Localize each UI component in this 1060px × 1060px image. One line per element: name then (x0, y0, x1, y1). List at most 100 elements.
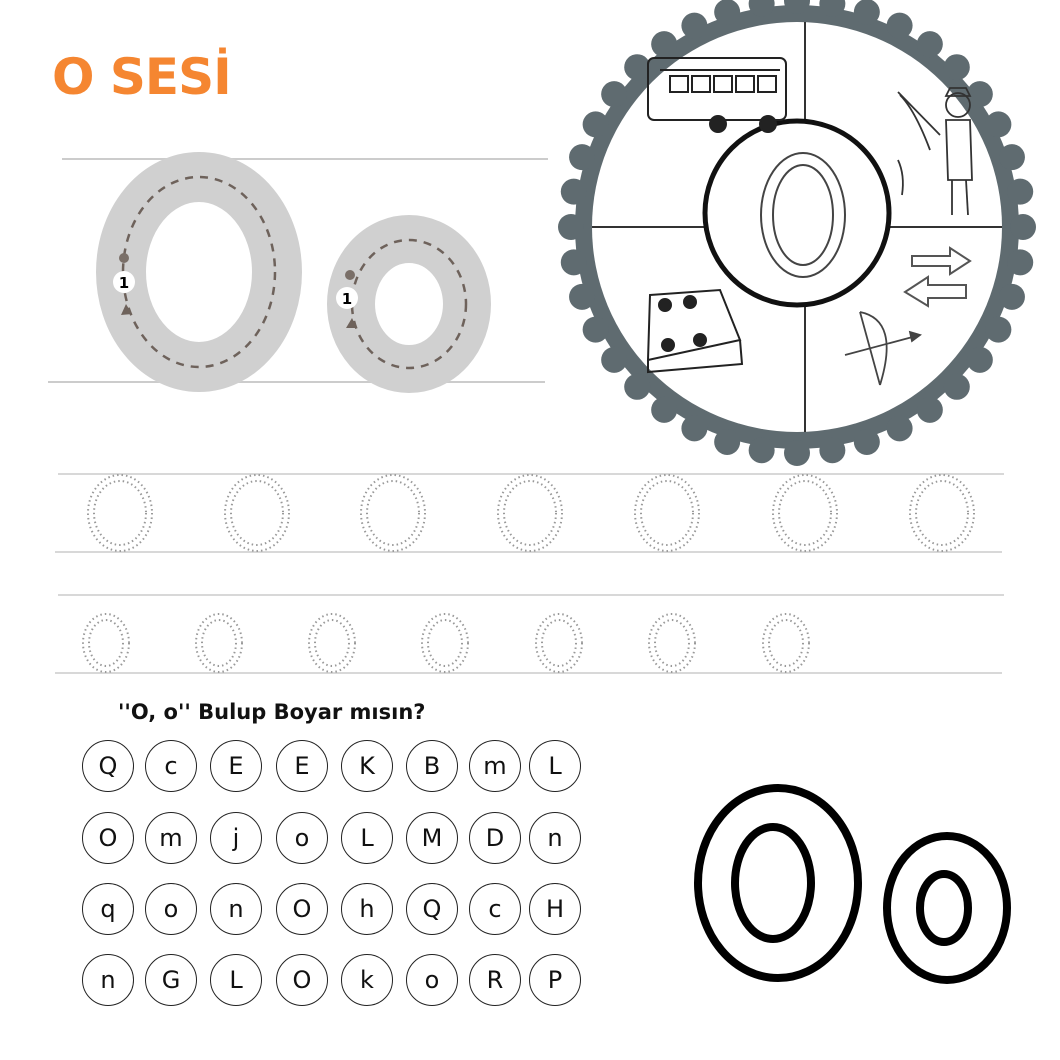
wheel-scallop (651, 396, 678, 423)
letter-circle[interactable]: O (82, 812, 134, 864)
dotted-o (909, 474, 975, 552)
wheel-scallop (1010, 214, 1036, 240)
arrow-icon (346, 318, 357, 328)
wheel-scallop (966, 346, 993, 373)
letter-circle[interactable]: Q (406, 883, 458, 935)
dotted-o (762, 613, 810, 673)
dotted-lowercase-o-row (82, 613, 810, 673)
dotted-o (768, 619, 804, 667)
dotted-o (541, 619, 577, 667)
letter-circle[interactable]: c (469, 883, 521, 935)
letter-circle[interactable]: L (341, 812, 393, 864)
letter-circle[interactable]: P (529, 954, 581, 1006)
letter-circle[interactable]: n (210, 883, 262, 935)
dotted-o (654, 619, 690, 667)
letter-circle[interactable]: D (469, 812, 521, 864)
dotted-o (640, 480, 694, 546)
wheel-scallop (569, 144, 596, 171)
letter-circle[interactable]: E (276, 740, 328, 792)
dotted-o (421, 613, 469, 673)
wheel-scallop (558, 214, 584, 240)
dotted-o (535, 613, 583, 673)
picture-wheel (558, 0, 1036, 466)
wheel-scallop (1007, 249, 1034, 276)
dotted-o (772, 474, 838, 552)
wheel-scallop (784, 440, 810, 466)
bus-icon (647, 57, 787, 133)
letter-circle[interactable]: m (469, 740, 521, 792)
fisherman-icon (897, 87, 973, 216)
dotted-o (360, 474, 426, 552)
dotted-uppercase-o-row (87, 474, 975, 552)
letter-circle[interactable]: o (145, 883, 197, 935)
letter-circle[interactable]: H (529, 883, 581, 935)
wheel-scallop (560, 249, 587, 276)
lowercase-o-trace: 1 (327, 215, 491, 393)
dotted-o (427, 619, 463, 667)
wheel-scallop (681, 415, 708, 442)
dotted-o (195, 613, 243, 673)
wheel-scallop (582, 316, 609, 343)
letter-circle[interactable]: m (145, 812, 197, 864)
letter-circle[interactable]: o (276, 812, 328, 864)
wheel-scallop (886, 12, 913, 39)
uppercase-o-trace: 1 (96, 152, 302, 392)
start-dot (119, 253, 129, 263)
wheel-scallop (624, 54, 651, 81)
letter-circle[interactable]: R (469, 954, 521, 1006)
letter-circle[interactable]: c (145, 740, 197, 792)
dotted-o (87, 474, 153, 552)
dotted-o (93, 480, 147, 546)
find-and-color-question: ''O, o'' Bulup Boyar mısın? (118, 700, 426, 724)
wheel-scallop (560, 178, 587, 205)
wheel-scallop (714, 428, 741, 455)
letter-circle[interactable]: O (276, 883, 328, 935)
wheel-scallop (748, 0, 775, 17)
wheel-scallop (916, 31, 943, 58)
wheel-scallop (853, 0, 880, 26)
wheel-scallop (886, 415, 913, 442)
wheel-scallop (916, 396, 943, 423)
wheel-scallop (601, 346, 628, 373)
letter-circle[interactable]: G (145, 954, 197, 1006)
wheel-scallop (651, 31, 678, 58)
wheel-scallop (985, 111, 1012, 138)
letter-circle[interactable]: k (341, 954, 393, 1006)
letter-circle[interactable]: K (341, 740, 393, 792)
left-right-arrows-icon (903, 246, 972, 308)
wheel-scallop (998, 144, 1025, 171)
letter-circle[interactable]: n (529, 812, 581, 864)
letter-circle[interactable]: j (210, 812, 262, 864)
dotted-o (634, 474, 700, 552)
dotted-o (915, 480, 969, 546)
start-number: 1 (119, 274, 129, 292)
wheel-scallop (819, 0, 846, 17)
wheel-scallop (714, 0, 741, 26)
svg-text:1: 1 (342, 290, 352, 308)
wheel-scallop (819, 437, 846, 464)
letter-circle[interactable]: n (82, 954, 134, 1006)
wheel-scallop (943, 373, 970, 400)
letter-circle[interactable]: M (406, 812, 458, 864)
dotted-o (648, 613, 696, 673)
letter-circle[interactable]: E (210, 740, 262, 792)
letter-circle[interactable]: L (210, 954, 262, 1006)
wheel-scallop (985, 316, 1012, 343)
wheel-scallop (1007, 178, 1034, 205)
letter-circle[interactable]: B (406, 740, 458, 792)
wheel-scallop (784, 0, 810, 14)
outline-oo-letters (694, 784, 1011, 984)
letter-circle[interactable]: h (341, 883, 393, 935)
letter-circle[interactable]: o (406, 954, 458, 1006)
letter-circle[interactable]: q (82, 883, 134, 935)
arrow-icon (121, 304, 132, 315)
letter-circle[interactable]: Q (82, 740, 134, 792)
wheel-scallop (966, 81, 993, 108)
dotted-o (778, 480, 832, 546)
wheel-scallop (601, 81, 628, 108)
letter-circle[interactable]: L (529, 740, 581, 792)
letter-circle[interactable]: O (276, 954, 328, 1006)
dotted-o (314, 619, 350, 667)
